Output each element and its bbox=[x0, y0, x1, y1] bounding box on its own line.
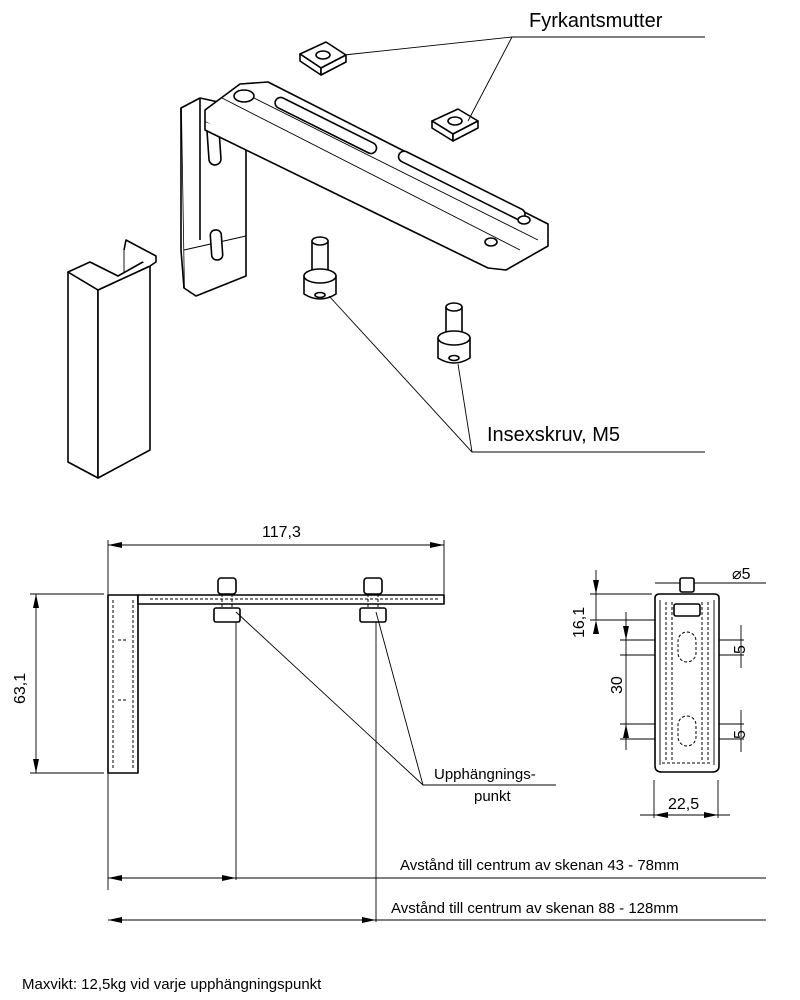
square-nut-label: Fyrkantsmutter bbox=[529, 10, 663, 32]
dim-height: 63,1 bbox=[12, 672, 29, 704]
l-bracket bbox=[180, 81, 549, 297]
side-screw-1 bbox=[213, 577, 241, 623]
max-weight-note: Maxvikt: 12,5kg vid varje upphängningspu… bbox=[22, 976, 322, 993]
distance-label-1: Avstånd till centrum av skenan 43 - 78mm bbox=[400, 857, 680, 874]
side-screw-2 bbox=[359, 577, 387, 623]
dim-top-offset: 16,1 bbox=[571, 606, 588, 638]
exploded-view bbox=[67, 36, 705, 479]
hex-screw-1 bbox=[303, 236, 337, 300]
dim-length: 117,3 bbox=[262, 524, 301, 541]
dim-spacing: 30 bbox=[609, 676, 626, 694]
hex-screw-label: Insexskruv, M5 bbox=[487, 424, 620, 446]
square-nut-2 bbox=[431, 108, 479, 142]
dim-width: 22,5 bbox=[668, 796, 700, 813]
end-cap bbox=[67, 239, 157, 479]
dim-slot-upper: 5 bbox=[732, 645, 749, 654]
hanging-point-label-1: Upphängnings- bbox=[434, 766, 536, 783]
hex-screw-2 bbox=[437, 302, 471, 364]
end-view bbox=[590, 570, 766, 818]
dim-diameter: ⌀5 bbox=[732, 564, 751, 584]
dim-slot-lower: 5 bbox=[732, 730, 749, 739]
diameter-value: 5 bbox=[741, 566, 751, 583]
side-view bbox=[30, 540, 766, 923]
square-nut-1 bbox=[299, 41, 347, 76]
distance-label-2: Avstånd till centrum av skenan 88 - 128m… bbox=[391, 900, 679, 917]
hanging-point-label-2: punkt bbox=[474, 788, 511, 805]
diameter-symbol: ⌀ bbox=[732, 566, 742, 583]
